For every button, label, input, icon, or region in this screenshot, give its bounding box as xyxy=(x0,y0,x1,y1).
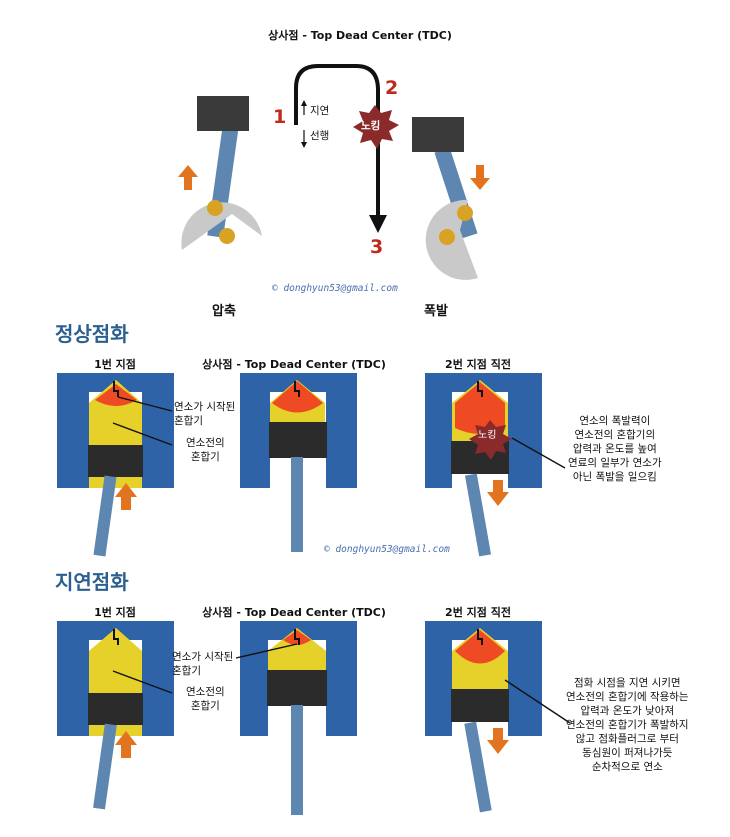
normal-c3-down-arrow xyxy=(487,480,509,506)
power-caption: 폭발 xyxy=(424,304,448,319)
normal-c2-flame xyxy=(272,381,323,413)
normal-cylinders xyxy=(57,373,566,557)
point-3-number: 3 xyxy=(370,236,384,258)
normal-p3-label: 2번 지점 직전 xyxy=(445,358,511,371)
delayed-p2-label: 상사점 - Top Dead Center (TDC) xyxy=(202,606,386,619)
left-up-arrow xyxy=(178,165,198,190)
tdc-label: 상사점 - Top Dead Center (TDC) xyxy=(268,29,452,42)
left-crank-center xyxy=(219,228,235,244)
compression-caption: 압축 xyxy=(212,304,236,319)
normal-knock-burst xyxy=(469,420,512,460)
left-piston xyxy=(197,96,249,131)
normal-knock-label: 노킹 xyxy=(478,430,497,441)
point-2-number: 2 xyxy=(385,77,399,99)
left-crank-assembly xyxy=(178,96,262,250)
right-crank-assembly xyxy=(412,117,490,280)
engine-cycle-diagram xyxy=(178,64,490,280)
delayed-cylinder-2 xyxy=(240,621,357,815)
tdc-arrowhead xyxy=(369,215,387,233)
left-crank-pin xyxy=(207,200,223,216)
delayed-ignition-title: 지연점화 xyxy=(55,570,129,594)
right-crank-center xyxy=(439,229,455,245)
normal-c3-flame xyxy=(455,382,505,434)
normal-c1-flame xyxy=(95,384,137,406)
normal-cylinder-2 xyxy=(240,373,357,552)
delayed-cylinders xyxy=(57,621,571,815)
delayed-c2-flame xyxy=(283,630,311,645)
right-down-arrow xyxy=(470,165,490,190)
right-crank-pin xyxy=(457,205,473,221)
advance-label: 선행 xyxy=(310,130,330,142)
normal-cylinder-1 xyxy=(57,373,174,557)
delayed-c3-down-arrow xyxy=(487,728,509,754)
point-1-number: 1 xyxy=(273,106,287,128)
delayed-cylinder-3 xyxy=(425,621,542,813)
normal-c1-up-arrow xyxy=(115,483,137,510)
normal-p1-label: 1번 지점 xyxy=(94,358,136,371)
left-crank-disc xyxy=(181,202,262,250)
normal-cylinder-3 xyxy=(425,373,542,557)
tdc-path-arrow xyxy=(294,64,399,233)
delayed-c1-up-arrow xyxy=(115,731,137,758)
knock-burst xyxy=(353,105,399,149)
delayed-p1-label: 1번 지점 xyxy=(94,606,136,619)
credit-top: © donghyun53@gmail.com xyxy=(272,283,398,294)
credit-middle: © donghyun53@gmail.com xyxy=(324,544,450,555)
knock-label-top: 노킹 xyxy=(361,120,381,132)
delay-label: 지연 xyxy=(310,105,330,117)
right-piston xyxy=(412,117,464,152)
delayed-c3-flame xyxy=(455,630,505,664)
normal-ignition-title: 정상점화 xyxy=(55,322,129,346)
delayed-p3-label: 2번 지점 직전 xyxy=(445,606,511,619)
delayed-cylinder-1 xyxy=(57,621,174,810)
normal-p2-label: 상사점 - Top Dead Center (TDC) xyxy=(202,358,386,371)
